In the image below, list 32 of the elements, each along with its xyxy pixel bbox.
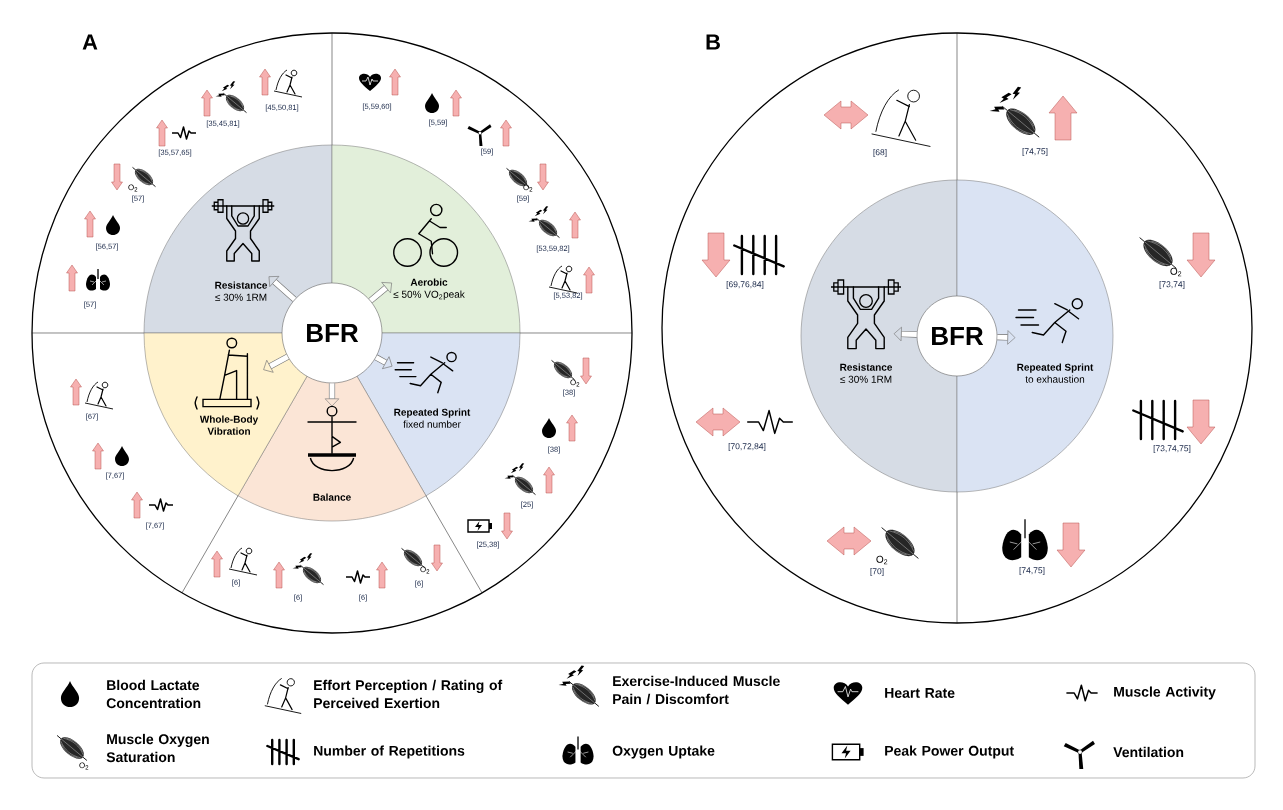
legend-label: Ventilation [1113,746,1184,758]
arrow [893,326,917,342]
reference-label: [70,72,84] [728,443,766,451]
panel-letter: B [706,34,720,50]
oxygen-label: O$_{2}$ [876,555,888,565]
arrow [368,282,392,304]
reference-label: [69,76,84] [726,281,764,289]
oxygen-label: O$_{2}$ [570,379,580,387]
arrow [263,354,290,373]
oxygen-label: O$_{2}$ [79,762,89,770]
legend-label: Muscle Oxygen Saturation [106,733,209,763]
reference-label: [74,75] [1019,567,1045,575]
oxygen-label: O$_{2}$ [420,566,430,574]
reference-label: [74,75] [1022,148,1048,156]
legend-label: Effort Perception / Rating of Perceived Exertion [314,679,503,709]
panel-letter: A [82,34,98,50]
arrow [997,330,1016,345]
arrow [324,383,340,407]
legend-label: Peak Power Output [885,745,1014,759]
arrow [268,276,297,302]
legend-label: Blood Lactate Concentration [106,679,201,709]
legend-label: Oxygen Uptake [612,745,715,759]
oxygen-label: O$_{2}$ [1170,267,1182,277]
reference-label: [73,74,75] [1153,445,1191,453]
reference-label: [70] [870,568,884,576]
reference-label: [73,74] [1159,281,1185,289]
arrow [374,354,393,369]
legend-label: Exercise-Induced Muscle Pain / Discomfort [613,675,780,705]
reference-label: [68] [873,149,887,157]
legend-label: Number of Repetitions [314,745,465,759]
legend-label: Muscle Activity [1114,686,1216,700]
legend-label: Heart Rate [885,688,955,698]
